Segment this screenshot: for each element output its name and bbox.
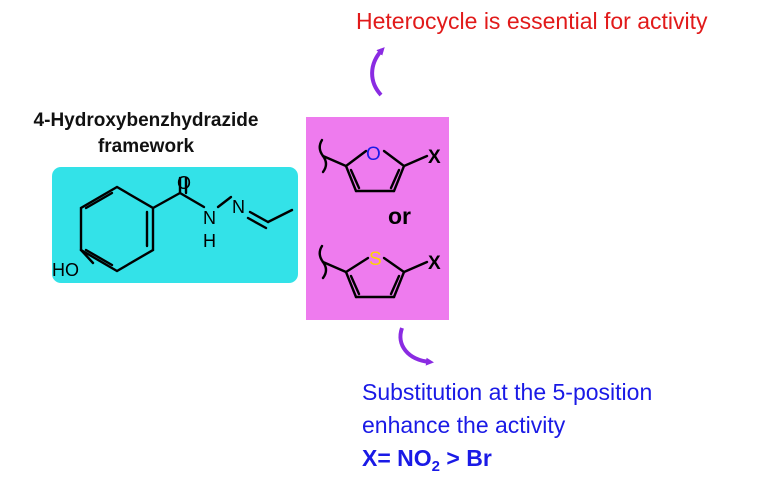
imine-nitrogen-label: N — [232, 197, 245, 217]
hydroxyl-bond — [79, 248, 95, 265]
substituent-subscript: 2 — [431, 458, 441, 475]
down-arrow — [398, 327, 434, 366]
thiophene-sulfur-label: S — [369, 249, 382, 270]
hydroxyl-label: HO — [52, 260, 79, 280]
bottom-annotation-line3: X= NO2 > Br — [362, 442, 652, 483]
furan-ring — [318, 138, 429, 193]
thiophene-ring — [318, 244, 429, 299]
top-annotation: Heterocycle is essential for activity — [356, 8, 708, 34]
framework-title-line1: 4-Hydroxybenzhydrazide — [33, 110, 259, 131]
amide-hydrogen-label: H — [203, 231, 216, 251]
framework-title: 4-Hydroxybenzhydrazide framework — [0, 108, 292, 160]
framework-title-line2: framework — [97, 136, 195, 157]
bottom-annotation: Substitution at the 5-position enhance t… — [362, 376, 652, 483]
substituent-prefix: X= NO — [362, 445, 432, 471]
bottom-annotation-line1: Substitution at the 5-position — [362, 379, 653, 405]
furan-oxygen-label: O — [366, 144, 381, 165]
hydrazide-molecule — [79, 176, 294, 273]
up-arrow — [370, 47, 385, 97]
benzene-ring — [79, 185, 155, 273]
or-label: or — [388, 203, 411, 229]
bottom-annotation-line2: enhance the activity — [362, 412, 566, 438]
thiophene-x-label: X — [428, 253, 441, 274]
substituent-suffix: > Br — [440, 445, 492, 471]
carbonyl-oxygen-label: O — [177, 173, 191, 193]
amide-nitrogen-label: N — [203, 208, 216, 228]
heterocycle-box — [306, 117, 449, 320]
furan-x-label: X — [428, 147, 441, 168]
